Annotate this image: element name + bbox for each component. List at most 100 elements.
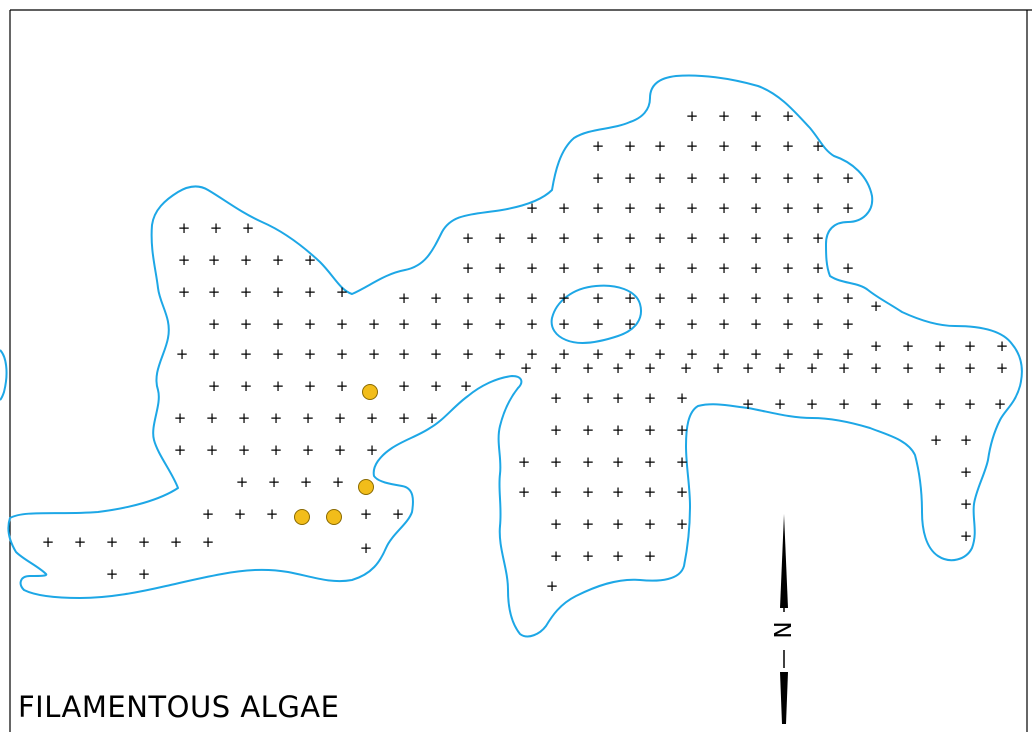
sample-point-marker: + xyxy=(742,359,755,377)
sample-point-marker: + xyxy=(208,251,221,269)
sample-point-marker: + xyxy=(42,533,55,551)
sample-point-marker: + xyxy=(686,289,699,307)
sample-point-marker: + xyxy=(494,259,507,277)
sample-point-marker: + xyxy=(202,533,215,551)
sample-point-marker: + xyxy=(592,199,605,217)
sample-point-marker: + xyxy=(676,515,689,533)
sample-point-marker: + xyxy=(240,377,253,395)
sample-point-marker: + xyxy=(208,283,221,301)
sample-point-marker: + xyxy=(718,259,731,277)
sample-point-marker: + xyxy=(462,229,475,247)
map-title: FILAMENTOUS ALGAE xyxy=(18,690,340,724)
sample-point-marker: + xyxy=(842,289,855,307)
sample-point-marker: + xyxy=(718,289,731,307)
sample-point-marker: + xyxy=(680,359,693,377)
sample-point-marker: + xyxy=(236,473,249,491)
sample-point-marker: + xyxy=(206,441,219,459)
sample-point-marker: + xyxy=(302,441,315,459)
sample-point-marker: + xyxy=(304,377,317,395)
sample-point-marker: + xyxy=(960,463,973,481)
sample-point-marker: + xyxy=(676,483,689,501)
sample-point-marker: + xyxy=(368,315,381,333)
sample-point-marker: + xyxy=(750,107,763,125)
sample-point-marker: + xyxy=(550,515,563,533)
sample-point-marker: + xyxy=(582,483,595,501)
sample-points-layer: + + + + + + + + + + + + + + + + + + + + + + + + + + + + + + + + + + + + + + + +… xyxy=(42,107,1009,595)
sample-point-marker: + xyxy=(494,315,507,333)
sample-point-marker: + xyxy=(750,137,763,155)
sample-point-marker: + xyxy=(240,283,253,301)
sample-point-marker: + xyxy=(812,229,825,247)
sample-point-marker: + xyxy=(392,505,405,523)
sample-point-marker: + xyxy=(582,547,595,565)
sample-point-marker: + xyxy=(302,409,315,427)
sample-point-marker: + xyxy=(612,389,625,407)
sample-point-marker: + xyxy=(240,345,253,363)
sample-point-marker: + xyxy=(644,547,657,565)
sample-point-marker: + xyxy=(272,251,285,269)
sample-point-marker: + xyxy=(612,421,625,439)
sample-point-marker: + xyxy=(238,409,251,427)
sample-point-marker: + xyxy=(934,359,947,377)
sample-point-marker: + xyxy=(360,505,373,523)
sample-point-marker: + xyxy=(270,409,283,427)
sample-point-marker: + xyxy=(960,527,973,545)
sample-point-marker: + xyxy=(654,199,667,217)
sample-point-marker: + xyxy=(336,377,349,395)
sample-point-marker: + xyxy=(592,137,605,155)
sample-point-marker: + xyxy=(644,389,657,407)
sample-point-marker: + xyxy=(902,337,915,355)
lake-shoreline xyxy=(7,74,1023,638)
sample-point-marker: + xyxy=(812,259,825,277)
sample-point-marker: + xyxy=(902,359,915,377)
sample-point-marker: + xyxy=(138,533,151,551)
sample-point-marker: + xyxy=(242,219,255,237)
sample-point-marker: + xyxy=(366,409,379,427)
sample-point-marker: + xyxy=(334,409,347,427)
sample-point-marker: + xyxy=(592,259,605,277)
sample-point-marker: + xyxy=(106,533,119,551)
sample-point-marker: + xyxy=(686,259,699,277)
sample-point-marker: + xyxy=(870,359,883,377)
sample-point-marker: + xyxy=(170,533,183,551)
sample-point-marker: + xyxy=(592,289,605,307)
sample-point-marker: + xyxy=(612,515,625,533)
sample-point-marker: + xyxy=(686,315,699,333)
sample-point-marker: + xyxy=(74,533,87,551)
sample-point-marker: + xyxy=(582,453,595,471)
sample-point-marker: + xyxy=(304,315,317,333)
sample-point-marker: + xyxy=(624,137,637,155)
sample-point-marker: + xyxy=(240,315,253,333)
sample-point-marker: + xyxy=(210,219,223,237)
sample-point-marker: + xyxy=(398,377,411,395)
sample-point-marker: + xyxy=(782,345,795,363)
sample-point-marker: + xyxy=(718,315,731,333)
sample-point-marker: + xyxy=(996,359,1009,377)
sample-point-marker: + xyxy=(176,345,189,363)
sample-point-marker: + xyxy=(624,345,637,363)
sample-point-marker: + xyxy=(558,229,571,247)
sample-point-marker: + xyxy=(494,289,507,307)
sample-point-marker: + xyxy=(558,199,571,217)
sample-point-marker: + xyxy=(272,315,285,333)
sample-point-marker: + xyxy=(842,169,855,187)
sample-point-marker: + xyxy=(686,169,699,187)
sample-point-marker: + xyxy=(206,409,219,427)
sample-point-marker: + xyxy=(654,315,667,333)
sample-point-marker: + xyxy=(870,395,883,413)
sample-point-marker: + xyxy=(654,137,667,155)
north-label: N xyxy=(768,621,794,638)
sample-point-marker: + xyxy=(654,229,667,247)
sample-point-marker: + xyxy=(654,169,667,187)
sample-point-marker: + xyxy=(934,337,947,355)
sample-point-marker: + xyxy=(582,515,595,533)
sample-point-marker: + xyxy=(644,515,657,533)
sample-point-marker: + xyxy=(398,315,411,333)
sample-point-marker: + xyxy=(686,199,699,217)
sample-point-marker: + xyxy=(712,359,725,377)
sample-point-marker: + xyxy=(526,315,539,333)
sample-point-marker: + xyxy=(782,289,795,307)
sample-point-marker: + xyxy=(612,483,625,501)
